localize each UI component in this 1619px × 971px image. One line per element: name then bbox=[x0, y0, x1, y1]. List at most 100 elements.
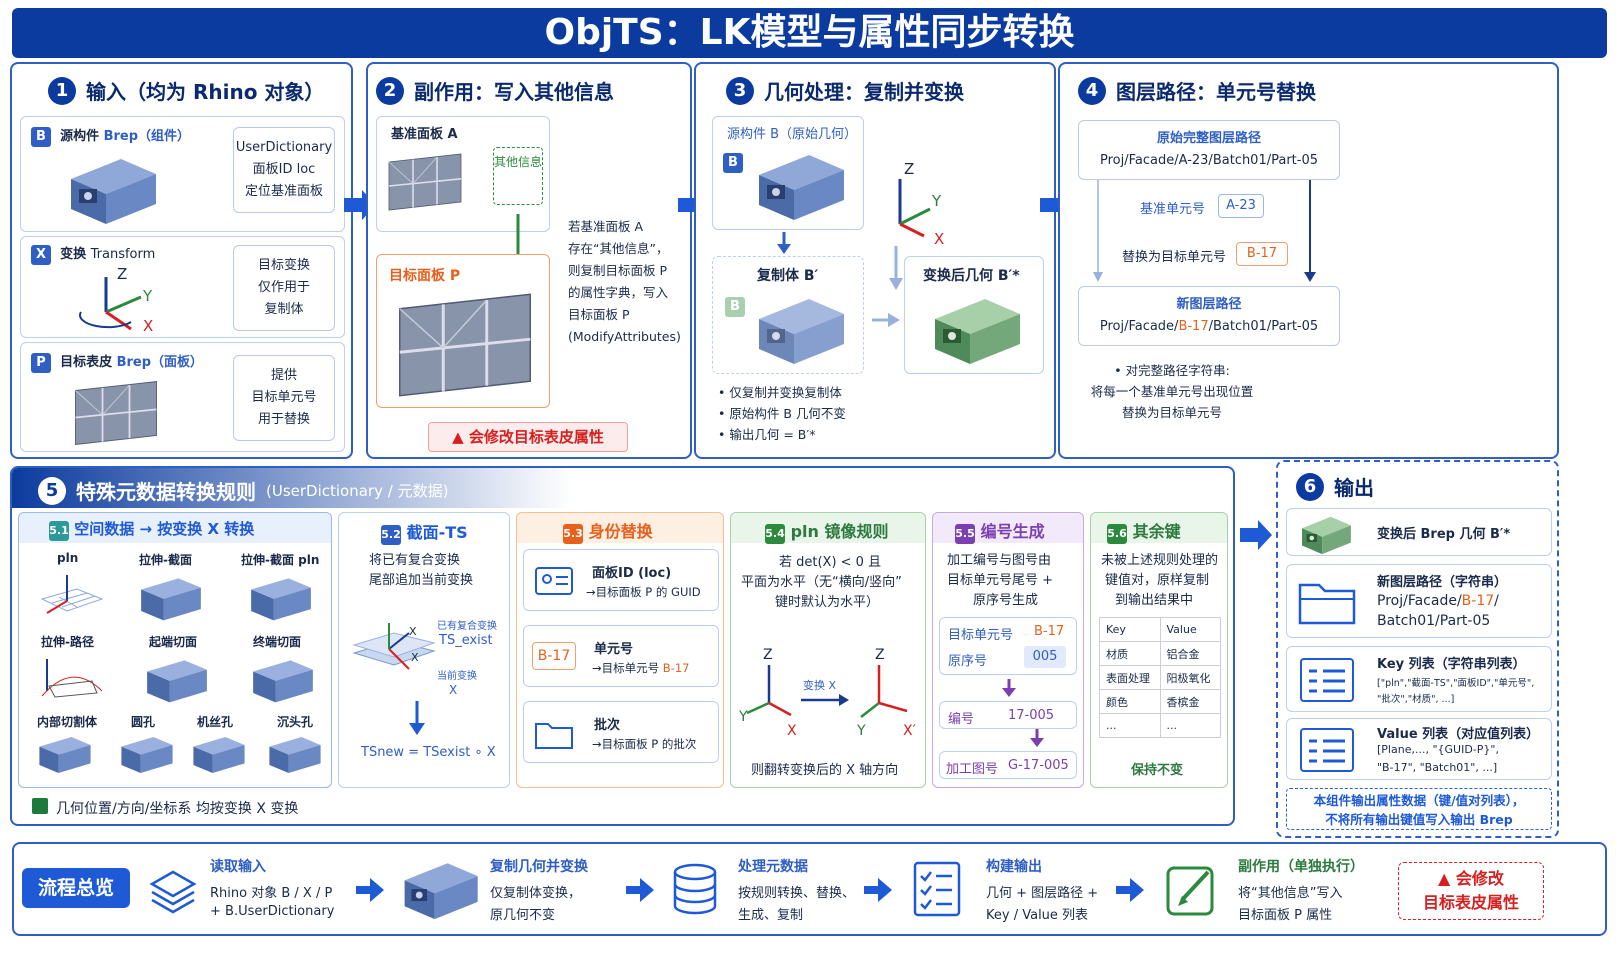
panel-title: 副作用：写入其他信息 bbox=[414, 80, 614, 104]
identity-row: B-17 单元号 →目标单元号 B-17 bbox=[523, 625, 719, 687]
profile-icon bbox=[396, 854, 482, 924]
note-line: 复制体 bbox=[264, 302, 304, 317]
arrow-right-icon bbox=[801, 694, 849, 706]
bullet-text: 输出几何 = B′* bbox=[729, 427, 816, 442]
path-part: B-17 bbox=[1461, 593, 1495, 609]
axis-z: Z bbox=[904, 160, 915, 178]
profile-icon bbox=[749, 145, 849, 225]
tag-p: P bbox=[31, 353, 51, 373]
input-x-type: Transform bbox=[90, 247, 156, 262]
axis-icon bbox=[898, 179, 931, 238]
item-label: 拉伸-截面 bbox=[139, 553, 192, 567]
path-part: Proj/Facade/ bbox=[1377, 593, 1462, 609]
item-label: 拉伸-路径 bbox=[41, 635, 94, 649]
input-p-note: 提供目标单元号用于替换 bbox=[233, 355, 335, 441]
table-cell: 阳极氧化 bbox=[1159, 665, 1221, 690]
warning-text: 会修改目标表皮属性 bbox=[468, 428, 604, 446]
axis-y: Y bbox=[932, 192, 942, 210]
rule-numbering: 5.5 编号生成 加工编号与图号由 目标单元号尾号 + 原序号生成 目标单元号 … bbox=[932, 512, 1084, 788]
rule-desc: 将已有复合变换 bbox=[369, 553, 461, 568]
legend-swatch bbox=[32, 798, 48, 814]
flow-step-title: 复制几何并变换 bbox=[490, 859, 588, 875]
numbering-input: 目标单元号 B-17 原序号 005 bbox=[939, 617, 1077, 675]
drawing-number: 加工图号 G-17-005 bbox=[939, 751, 1077, 779]
folder-icon bbox=[535, 723, 573, 749]
flow-step-desc: 仅复制体变换， bbox=[490, 886, 582, 901]
note-line: 定位基准面板 bbox=[244, 184, 323, 199]
input-x-note: 目标变换仅作用于复制体 bbox=[233, 245, 335, 331]
panel-icon bbox=[71, 377, 161, 449]
flow-step-title: 读取输入 bbox=[210, 859, 266, 875]
profile-icon bbox=[61, 149, 161, 229]
panel-icon bbox=[385, 147, 465, 217]
rule-desc: 未被上述规则处理的 bbox=[1101, 553, 1219, 568]
note-line: 本组件输出属性数据（键/值对列表）， bbox=[1313, 793, 1525, 808]
step-number: 5 bbox=[38, 476, 66, 505]
flow-warning: ▲ 会修改 目标表皮属性 bbox=[1398, 862, 1544, 920]
bullet-text: 原始构件 B 几何不变 bbox=[729, 406, 846, 421]
target-panel-label: 目标面板 P bbox=[389, 268, 461, 284]
table-cell: 表面处理 bbox=[1099, 665, 1161, 690]
tag-b: B bbox=[723, 153, 743, 173]
original-path: Proj/Facade/A-23/Batch01/Part-05 bbox=[1099, 153, 1319, 168]
output-note: 本组件输出属性数据（键/值对列表）， 不将所有输出键值写入输出 Brep bbox=[1286, 788, 1552, 830]
arrow-right-icon bbox=[1240, 520, 1272, 550]
rule-title: pln 镜像规则 bbox=[790, 522, 889, 541]
table-cell: 香槟金 bbox=[1159, 689, 1221, 714]
note-line: 替换为目标单元号 bbox=[1121, 405, 1222, 420]
panel-subtitle: (UserDictionary / 元数据) bbox=[266, 482, 449, 500]
edit-icon bbox=[1166, 866, 1214, 916]
output-label: Value 列表（对应值列表） bbox=[1377, 727, 1540, 742]
panel-icon bbox=[391, 287, 539, 403]
list-icon bbox=[1300, 658, 1354, 702]
rule-desc: 到输出结果中 bbox=[1115, 593, 1194, 608]
ts-formula: TSnew = TSexist ∘ X bbox=[361, 745, 496, 760]
original-path-title: 原始完整图层路径 bbox=[1156, 131, 1261, 146]
flow-step-title: 构建输出 bbox=[986, 859, 1042, 875]
desc-line: 目标面板 P bbox=[568, 307, 630, 322]
field-value: G-17-005 bbox=[1008, 758, 1069, 773]
table-row: ...... bbox=[1099, 713, 1221, 738]
unit-tag: B-17 bbox=[532, 642, 576, 670]
field-value: 005 bbox=[1024, 646, 1066, 668]
ts-label: 已有复合变换 bbox=[437, 621, 497, 632]
rule-title: 其余键 bbox=[1132, 522, 1181, 541]
extrusion-section-icon bbox=[131, 569, 211, 625]
axis-z: Z bbox=[763, 647, 773, 663]
step-number: 2 bbox=[376, 76, 404, 105]
output-label: 变换后 Brep 几何 B′* bbox=[1377, 527, 1511, 542]
field-label: 加工图号 bbox=[946, 762, 999, 777]
arrow-down-icon bbox=[1030, 729, 1044, 747]
source-card: 源构件 B（原始几何） B bbox=[712, 116, 864, 230]
note-line: 目标变换 bbox=[257, 258, 310, 273]
numbering-output: 编号 17-005 bbox=[939, 701, 1077, 729]
note-line: 提供 bbox=[270, 368, 297, 383]
rule-title: 截面-TS bbox=[406, 523, 468, 542]
output-value: ["pln","截面-TS","面板ID","单元号", bbox=[1377, 678, 1535, 689]
table-row: 材质铝合金 bbox=[1099, 641, 1221, 666]
rule-footer: 保持不变 bbox=[1131, 763, 1184, 778]
side-effect-desc: 若基准面板 A 存在“其他信息”， 则复制目标面板 P 的属性字典，写入 目标面… bbox=[568, 216, 681, 348]
layers-icon bbox=[149, 870, 197, 914]
legend-text: 几何位置/方向/坐标系 均按变换 X 变换 bbox=[56, 801, 299, 817]
folder-icon bbox=[1298, 583, 1356, 625]
path-part: Proj/Facade/ bbox=[1099, 319, 1179, 334]
item-label: 圆孔 bbox=[131, 715, 156, 729]
axis-y: Y bbox=[739, 709, 748, 725]
flow-step-title: 处理元数据 bbox=[738, 859, 808, 875]
rule-footer: 则翻转变换后的 X 轴方向 bbox=[751, 763, 899, 778]
note-line: 面板ID loc bbox=[252, 162, 316, 177]
output-layer-path: 新图层路径（字符串） Proj/Facade/B-17/ Batch01/Par… bbox=[1286, 564, 1552, 638]
table-row: 颜色香槟金 bbox=[1099, 689, 1221, 714]
new-path-title: 新图层路径 bbox=[1176, 297, 1242, 312]
arrow-right-icon bbox=[626, 878, 654, 902]
rule-number: 5.3 bbox=[563, 524, 583, 544]
axis-x: X bbox=[934, 230, 945, 248]
header-cell: Value bbox=[1159, 617, 1221, 642]
path-part: B-17 bbox=[1178, 319, 1209, 334]
rule-identity: 5.3 身份替换 面板ID (loc) →目标面板 P 的 GUID B-17 … bbox=[516, 512, 724, 788]
rule-title: 编号生成 bbox=[980, 522, 1045, 541]
